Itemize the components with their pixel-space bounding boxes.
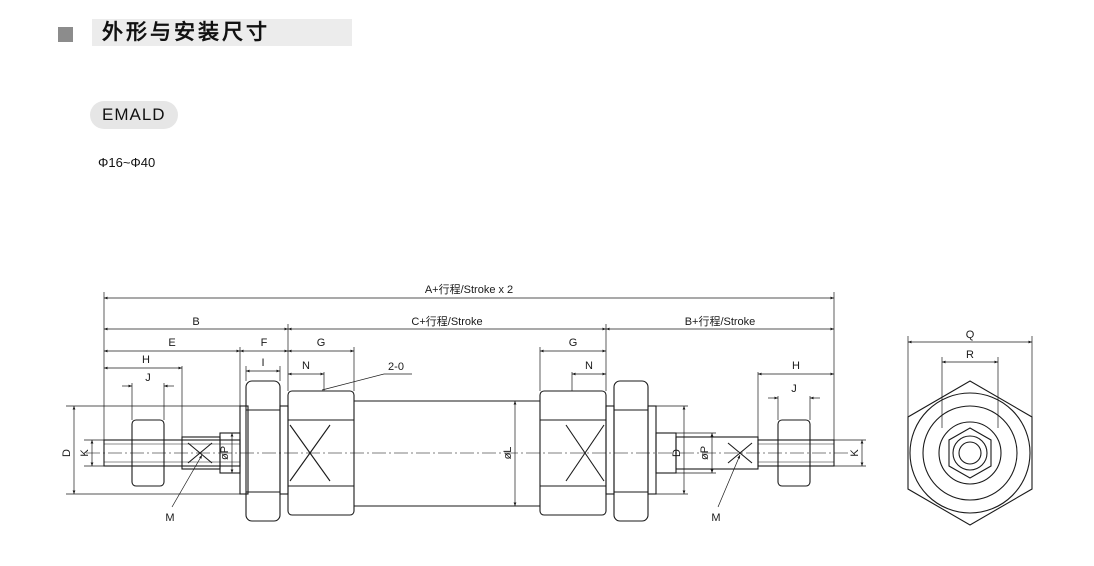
dim-label-k-right: K [849, 449, 861, 457]
dim-label-p-right: øP [699, 446, 711, 460]
bullet-square-icon [58, 26, 73, 42]
dim-label-f: F [261, 337, 268, 349]
dim-label-m-right: M [711, 512, 720, 524]
dim-label-b: B [192, 316, 199, 328]
dim-label-n-right: N [585, 360, 593, 372]
model-badge: EMALD [90, 101, 178, 129]
dim-label-m-left: M [165, 512, 174, 524]
dim-label-p-left: øP [219, 446, 231, 460]
bore-range: Φ16~Φ40 [98, 155, 156, 170]
section-header: 外形与安装尺寸 [58, 19, 352, 46]
dim-label-q: Q [966, 329, 975, 341]
dim-label-j-left: J [145, 372, 151, 384]
dim-label-k-left: K [79, 449, 91, 457]
dim-label-l: øL [502, 447, 514, 460]
dim-label-port: 2-0 [388, 361, 404, 373]
dim-label-d-right: D [671, 449, 683, 457]
section-title: 外形与安装尺寸 [102, 21, 270, 44]
dim-label-n-left: N [302, 360, 310, 372]
dim-label-e: E [168, 337, 175, 349]
dim-label-h-left: H [142, 354, 150, 366]
dim-label-r: R [966, 349, 974, 361]
title-background [92, 19, 352, 46]
dim-label-a: A+行程/Stroke x 2 [425, 283, 513, 296]
dim-label-b-stroke: B+行程/Stroke [685, 315, 756, 328]
dim-label-h-right: H [792, 360, 800, 372]
dim-label-d-left: D [61, 449, 73, 457]
dim-label-g-left: G [317, 337, 326, 349]
dim-label-i: I [261, 357, 264, 369]
end-view-drawing [907, 380, 1033, 526]
dim-label-j-right: J [791, 383, 797, 395]
cylinder-body-drawing [103, 380, 835, 522]
dim-label-c: C+行程/Stroke [411, 315, 482, 328]
dim-label-g-right: G [569, 337, 578, 349]
